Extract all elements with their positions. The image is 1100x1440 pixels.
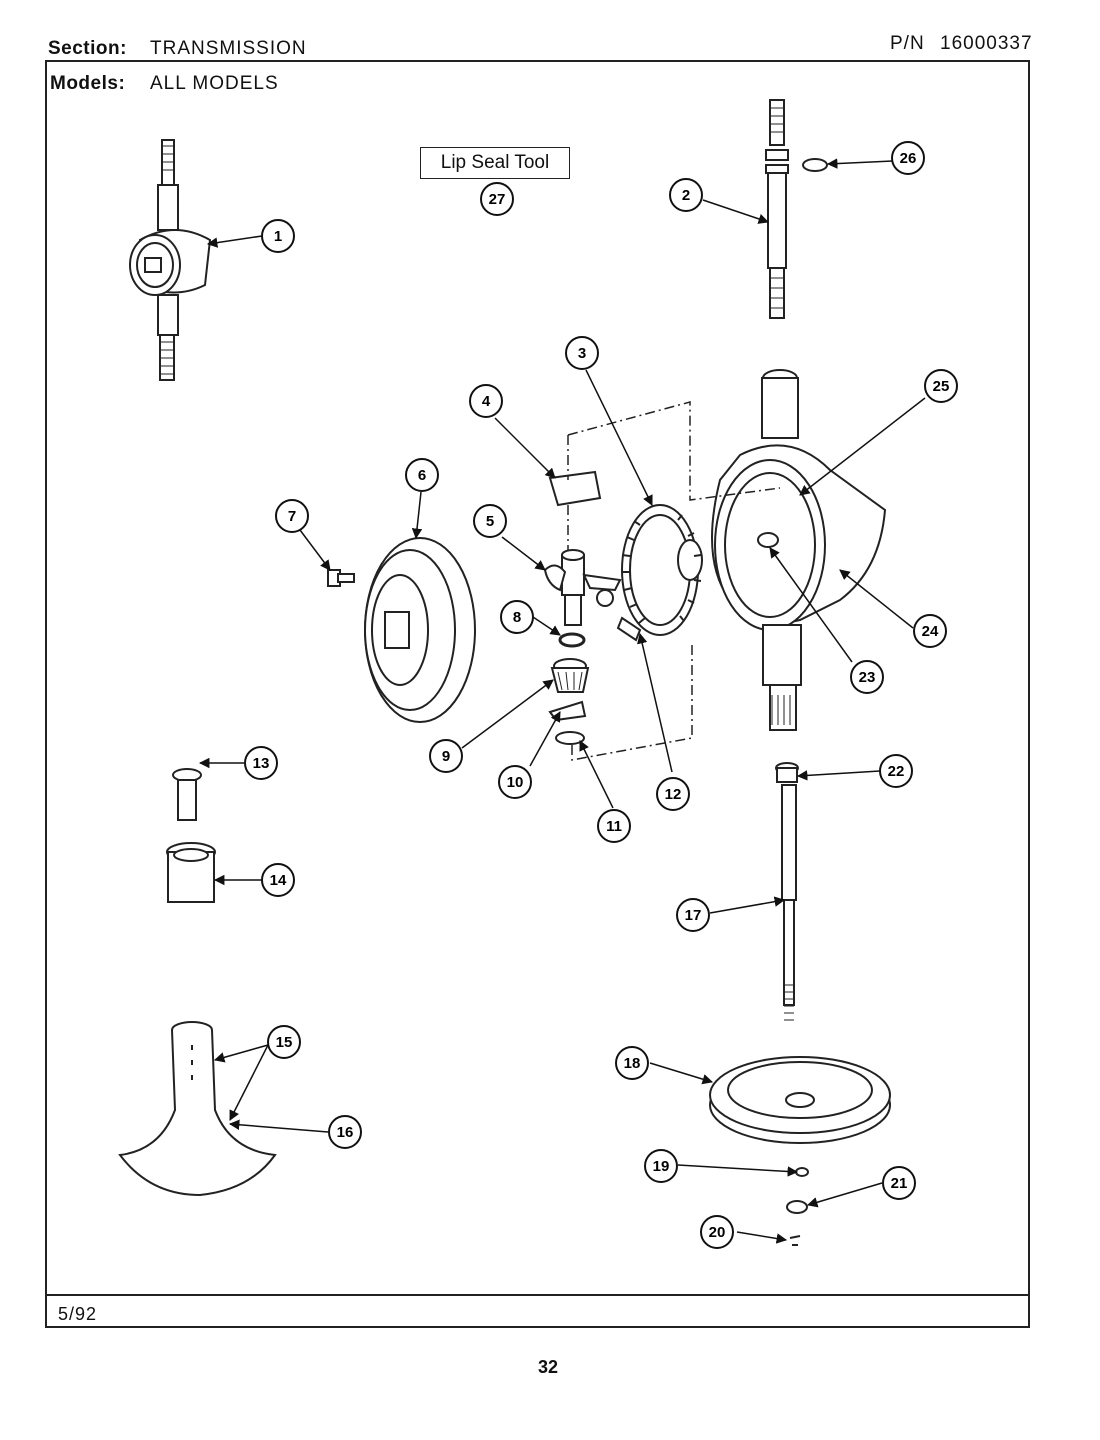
svg-text:13: 13 xyxy=(253,755,270,772)
svg-text:25: 25 xyxy=(933,378,950,395)
svg-text:23: 23 xyxy=(859,669,876,686)
bushing-part xyxy=(775,762,799,783)
callout-27: 27 xyxy=(480,182,514,216)
svg-text:17: 17 xyxy=(685,907,702,924)
svg-text:20: 20 xyxy=(709,1224,726,1241)
callout-9: 9 xyxy=(429,739,463,773)
callout-11: 11 xyxy=(597,809,631,843)
callout-23: 23 xyxy=(850,660,884,694)
svg-text:5: 5 xyxy=(486,513,494,530)
svg-text:8: 8 xyxy=(513,609,521,626)
callout-15: 15 xyxy=(267,1025,301,1059)
callout-5: 5 xyxy=(473,504,507,538)
section-value: TRANSMISSION xyxy=(150,38,307,59)
screw-part xyxy=(789,1235,801,1246)
svg-text:7: 7 xyxy=(288,508,296,525)
svg-text:3: 3 xyxy=(578,345,586,362)
svg-text:21: 21 xyxy=(891,1175,908,1192)
svg-text:14: 14 xyxy=(270,872,287,889)
models-value: ALL MODELS xyxy=(150,73,279,94)
svg-text:15: 15 xyxy=(276,1034,293,1051)
seal-part xyxy=(172,768,202,821)
main-gear-part xyxy=(621,504,703,636)
callout-19: 19 xyxy=(644,1149,678,1183)
svg-text:22: 22 xyxy=(888,763,905,780)
callout-8: 8 xyxy=(500,600,534,634)
agitator-shaft-part xyxy=(765,99,789,319)
svg-text:6: 6 xyxy=(418,467,426,484)
bearing-part xyxy=(166,842,216,903)
callout-22: 22 xyxy=(879,754,913,788)
svg-text:2: 2 xyxy=(682,187,690,204)
callout-20: 20 xyxy=(700,1215,734,1249)
part-number-value: 16000337 xyxy=(940,33,1033,54)
page-number: 32 xyxy=(538,1357,559,1377)
callout-13: 13 xyxy=(244,746,278,780)
pin-part xyxy=(616,616,642,642)
callout-6: 6 xyxy=(405,458,439,492)
clip-part xyxy=(548,470,602,507)
part-number-label: P/N xyxy=(890,33,925,54)
svg-text:9: 9 xyxy=(442,748,450,765)
models-label: Models: xyxy=(50,73,126,94)
washer-part xyxy=(558,632,586,648)
callout-24: 24 xyxy=(913,614,947,648)
section-label: Section: xyxy=(48,38,127,59)
transmission-cover-part xyxy=(364,537,476,723)
callout-2: 2 xyxy=(669,178,703,212)
callout-12: 12 xyxy=(656,777,690,811)
svg-text:19: 19 xyxy=(653,1158,670,1175)
svg-text:16: 16 xyxy=(337,1124,354,1141)
callout-17: 17 xyxy=(676,898,710,932)
key-part xyxy=(795,1167,809,1177)
svg-text:24: 24 xyxy=(922,623,939,640)
crank-part xyxy=(543,549,622,626)
lip-seal-tool-label: Lip Seal Tool xyxy=(420,147,570,179)
svg-text:11: 11 xyxy=(606,818,622,835)
transmission-assembly-part xyxy=(129,139,212,381)
svg-text:10: 10 xyxy=(507,774,524,791)
thrust-washer-part xyxy=(548,700,587,722)
nut-part xyxy=(786,1200,808,1214)
pinion-gear-part xyxy=(550,658,590,693)
callout-7: 7 xyxy=(275,499,309,533)
callout-18: 18 xyxy=(615,1046,649,1080)
callout-14: 14 xyxy=(261,863,295,897)
seal-tool-base-part xyxy=(118,1021,277,1197)
drive-shaft-part xyxy=(781,784,797,1021)
cover-bolt-part xyxy=(327,569,355,587)
callout-25: 25 xyxy=(924,369,958,403)
callout-1: 1 xyxy=(261,219,295,253)
svg-text:12: 12 xyxy=(665,786,682,803)
svg-text:1: 1 xyxy=(274,228,282,245)
callout-26: 26 xyxy=(891,141,925,175)
callout-4: 4 xyxy=(469,384,503,418)
bearing-washer-part xyxy=(555,731,585,745)
diagram-frame xyxy=(45,60,1030,1328)
callout-21: 21 xyxy=(882,1166,916,1200)
footer-divider xyxy=(45,1294,1030,1296)
svg-text:27: 27 xyxy=(489,191,506,208)
pulley-part xyxy=(709,1056,891,1144)
callout-16: 16 xyxy=(328,1115,362,1149)
revision-date: 5/92 xyxy=(58,1304,98,1324)
callout-10: 10 xyxy=(498,765,532,799)
callout-3: 3 xyxy=(565,336,599,370)
svg-text:18: 18 xyxy=(624,1055,641,1072)
o-ring-part xyxy=(802,158,828,172)
svg-text:4: 4 xyxy=(482,393,491,410)
svg-text:26: 26 xyxy=(900,150,917,167)
